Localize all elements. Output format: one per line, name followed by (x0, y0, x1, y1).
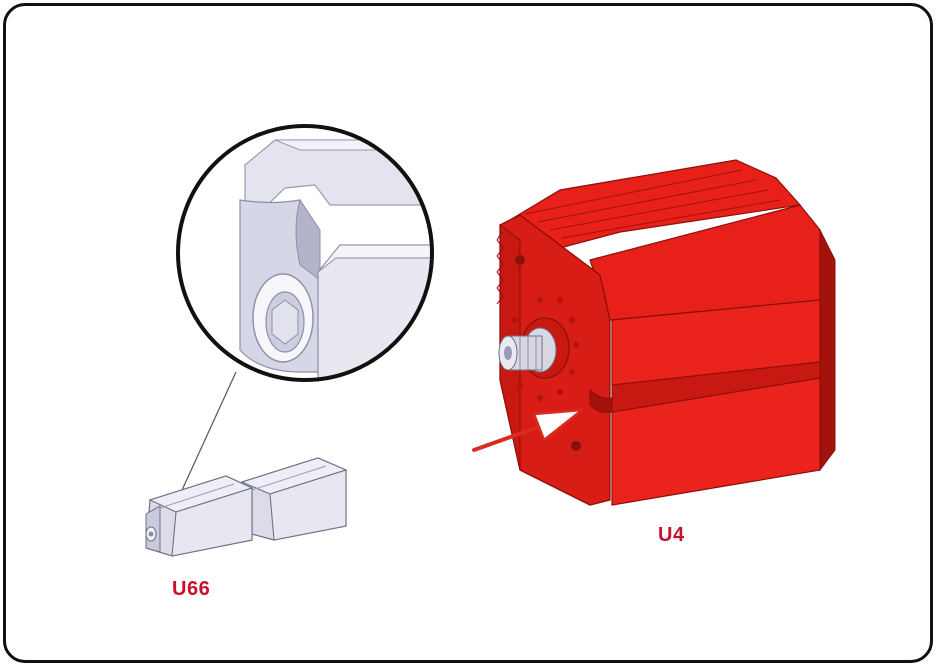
detail-view (176, 124, 434, 382)
leader-line (171, 371, 237, 513)
pulley (498, 335, 543, 371)
arrow-icon (472, 408, 584, 452)
motor-part-label: U4 (658, 524, 685, 546)
motor-part (496, 159, 836, 506)
bracket-part (145, 457, 348, 557)
bracket-part-label: U66 (172, 578, 211, 600)
